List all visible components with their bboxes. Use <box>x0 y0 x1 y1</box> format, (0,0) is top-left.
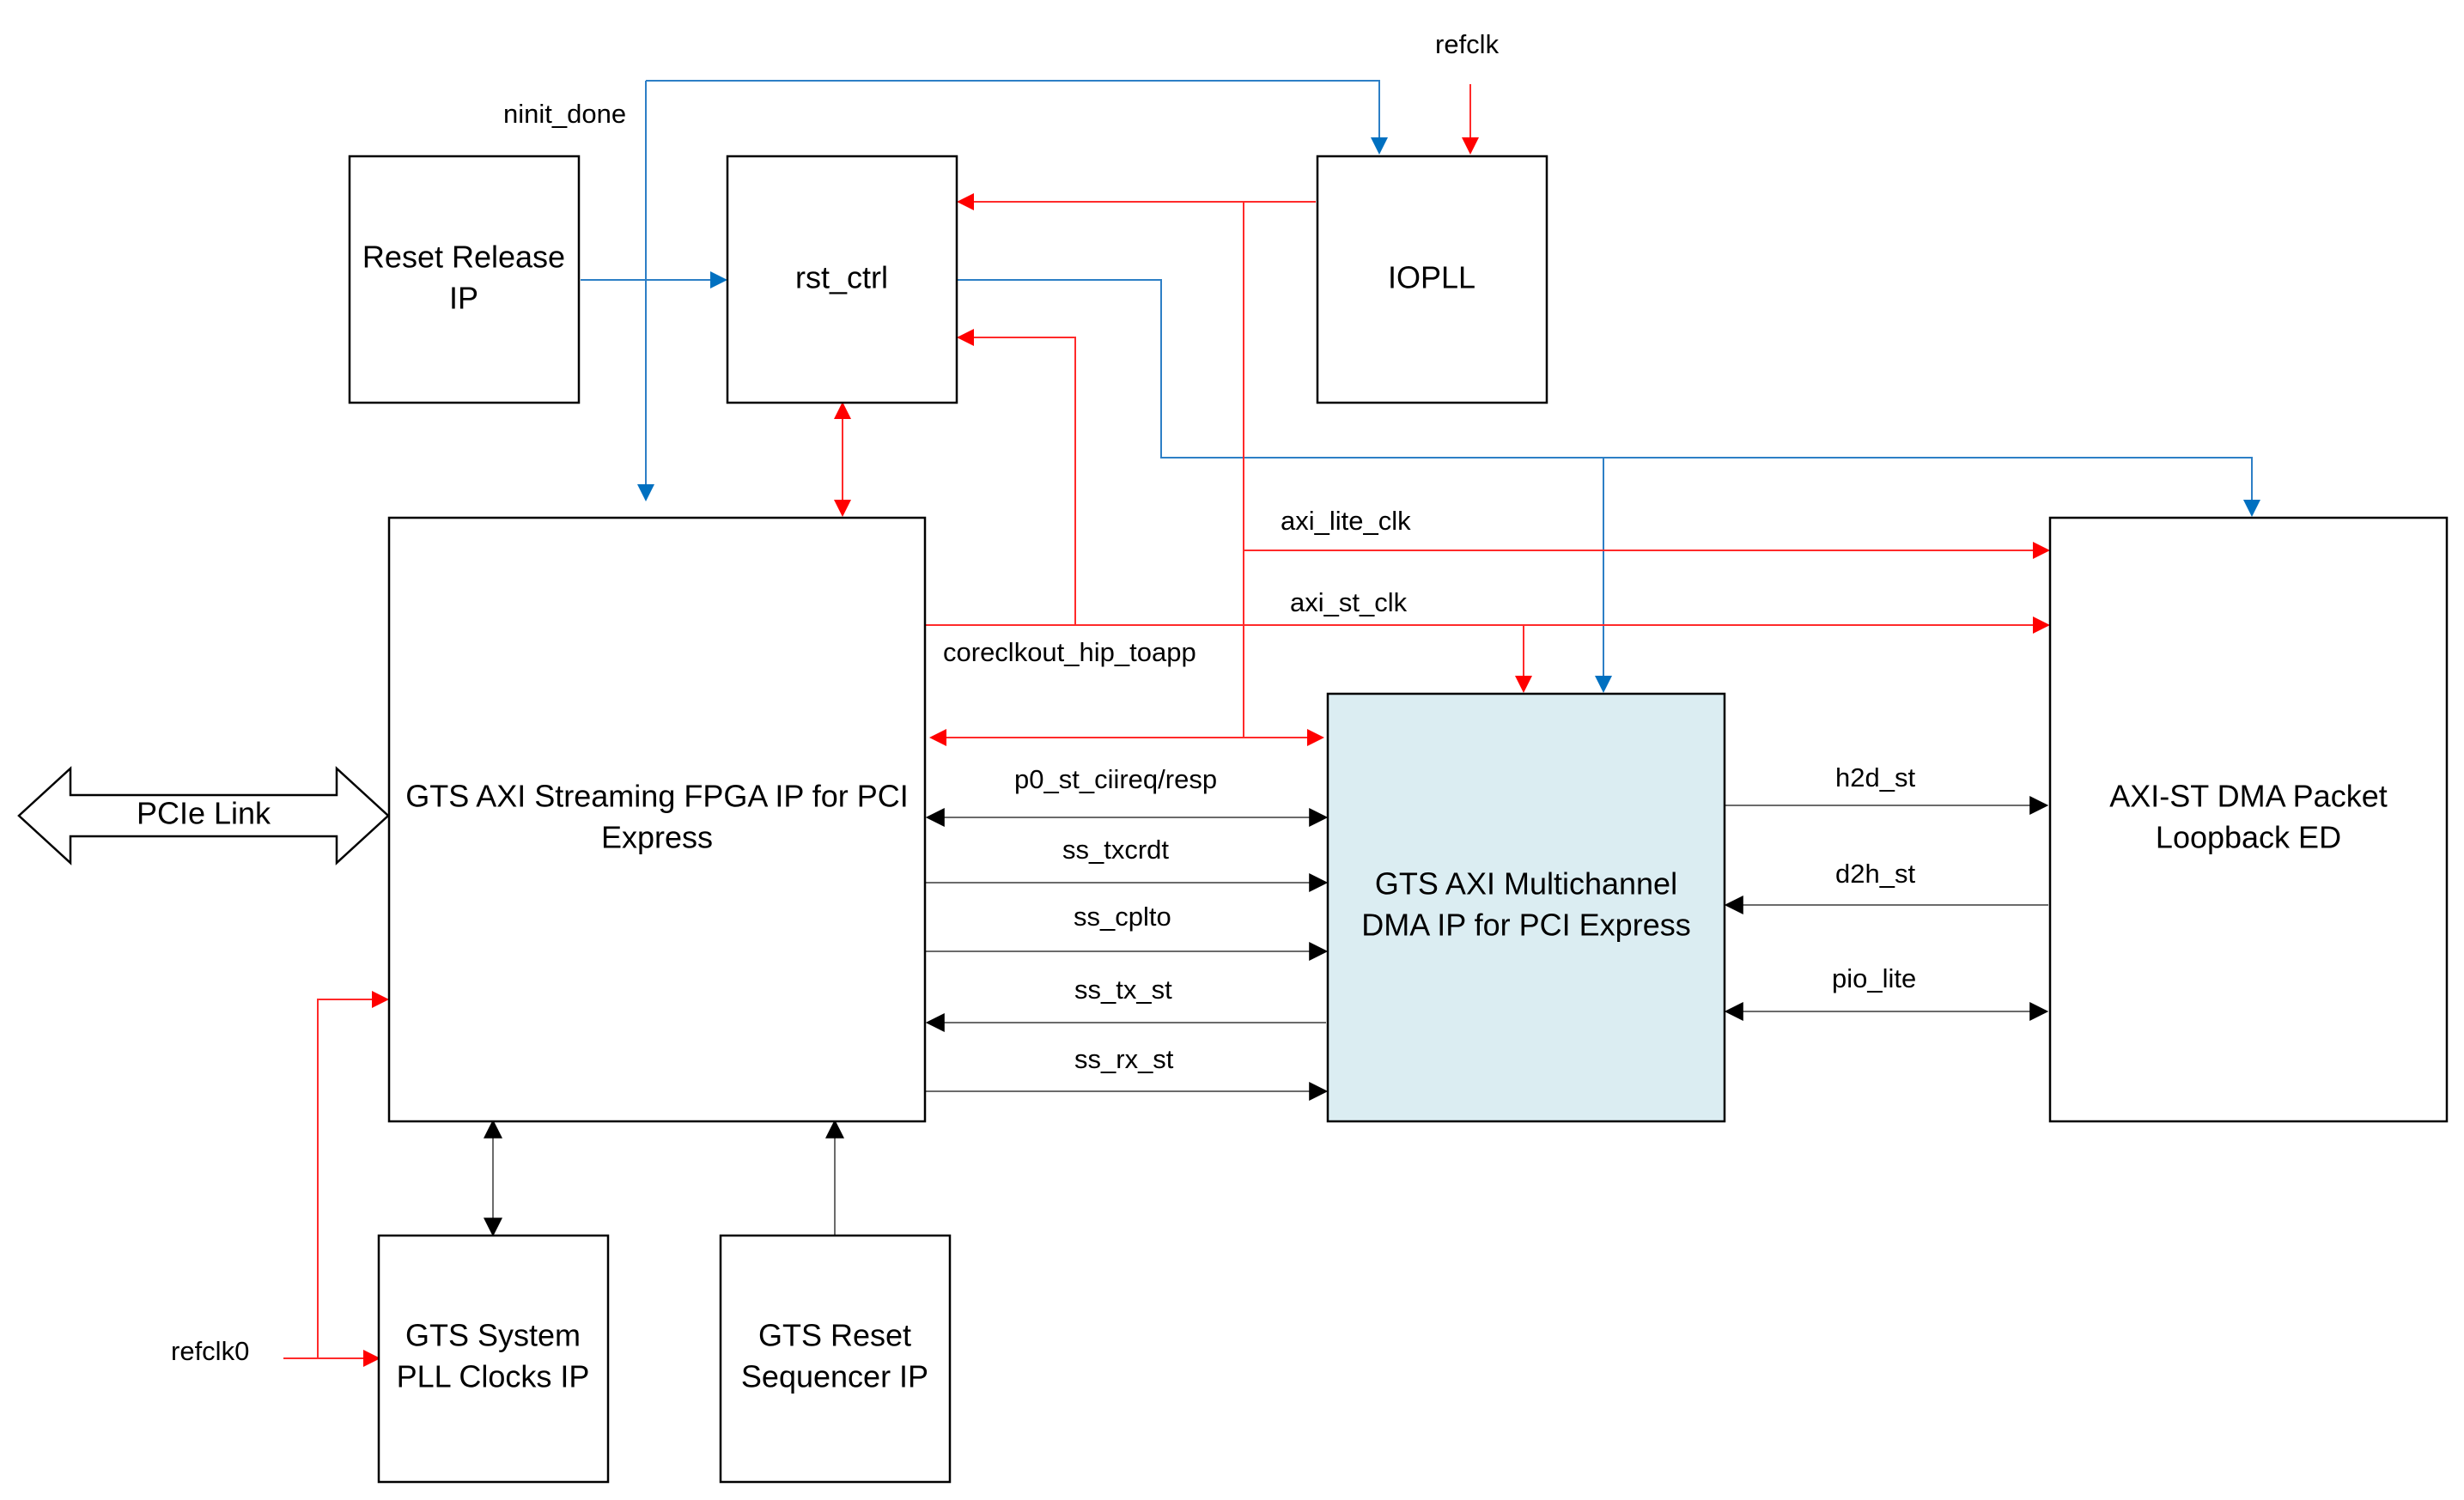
ss-txcrdt-label: ss_txcrdt <box>1062 835 1169 865</box>
refclk-label: refclk <box>1435 29 1500 59</box>
iopll-label: IOPLL <box>1388 260 1475 295</box>
gts-system-pll-label-line1: GTS System <box>405 1318 581 1353</box>
gts-axi-mcdma-ip-block <box>1326 692 1726 1123</box>
ninit-done-label: ninit_done <box>503 99 626 129</box>
axi-st-dma-loopback-label-line2: Loopback ED <box>2156 820 2341 855</box>
ninit-done-wire-to-iopll <box>646 80 1388 155</box>
h2d-st-label: h2d_st <box>1835 762 1915 793</box>
reset-release-label-line1: Reset Release <box>362 240 565 275</box>
pio-lite-label: pio_lite <box>1832 963 1916 993</box>
gts-reset-sequencer-block <box>719 1234 952 1484</box>
refclk0-to-streaming-wire <box>317 991 389 1358</box>
ss-tx-st-label: ss_tx_st <box>1074 975 1172 1005</box>
d2h-st-label: d2h_st <box>1835 859 1915 889</box>
iopll-block <box>1316 155 1548 404</box>
axi-st-dma-loopback-block <box>2048 516 2449 1123</box>
gts-axi-mcdma-label-line2: DMA IP for PCI Express <box>1361 908 1690 943</box>
gts-system-pll-label-line2: PLL Clocks IP <box>397 1359 590 1394</box>
coreclkout-to-rst-ctrl-wire <box>957 329 1076 625</box>
axi-lite-clk-label: axi_lite_clk <box>1281 506 1411 536</box>
gts-axi-streaming-label-line1: GTS AXI Streaming FPGA IP for PCI <box>405 779 909 814</box>
rst-ctrl-block <box>726 155 958 404</box>
coreclkout-hip-toapp-label: coreclkout_hip_toapp <box>943 637 1196 667</box>
gts-axi-mcdma-label-line1: GTS AXI Multichannel <box>1375 866 1677 902</box>
gts-system-pll-block <box>377 1234 610 1484</box>
gts-axi-streaming-label-line2: Express <box>601 820 713 855</box>
rst-ctrl-label: rst_ctrl <box>795 260 888 295</box>
gts-reset-sequencer-label-line1: GTS Reset <box>758 1318 911 1353</box>
gts-reset-sequencer-label-line2: Sequencer IP <box>741 1359 928 1394</box>
refclk0-label: refclk0 <box>171 1336 249 1366</box>
p0-st-ciireq-resp-label: p0_st_ciireq/resp <box>1014 764 1217 794</box>
axi-st-clk-label: axi_st_clk <box>1290 587 1408 617</box>
reset-release-label-line2: IP <box>449 281 478 316</box>
reset-release-ip-block <box>348 155 581 404</box>
rst-ctrl-reset-wire <box>958 279 2260 517</box>
axi-st-dma-loopback-label-line1: AXI-ST DMA Packet <box>2109 779 2387 814</box>
ss-rx-st-label: ss_rx_st <box>1074 1044 1174 1074</box>
pcie-link-label: PCIe Link <box>137 796 271 831</box>
ss-cplto-label: ss_cplto <box>1074 902 1171 932</box>
gts-axi-streaming-ip-block <box>387 516 927 1123</box>
